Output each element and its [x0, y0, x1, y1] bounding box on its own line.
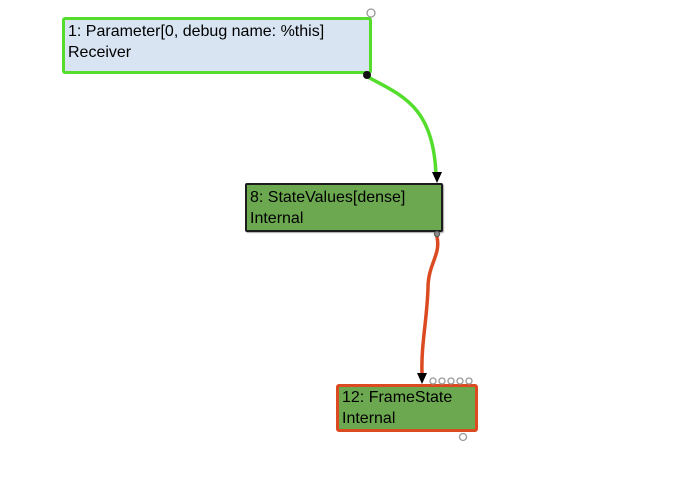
node-subtitle: Receiver [68, 44, 132, 61]
edge-statevalues-to-framestate[interactable] [420, 235, 440, 375]
node-title: 8: StateValues[dense] [250, 189, 406, 206]
port-statevalues-output-icon [433, 230, 441, 238]
node-title: 12: FrameState [342, 389, 453, 406]
port-parameter-top-icon [366, 8, 376, 18]
node-framestate[interactable]: 12: FrameState Internal [336, 384, 478, 432]
node-subtitle: Internal [342, 410, 396, 427]
node-parameter[interactable]: 1: Parameter[0, debug name: %this] Recei… [62, 17, 372, 74]
arrowhead-statevalues-input-icon [432, 172, 442, 183]
node-title: 1: Parameter[0, debug name: %this] [68, 23, 325, 40]
node-subtitle: Internal [250, 210, 304, 227]
edge-parameter-to-statevalues[interactable] [366, 75, 438, 178]
arrowhead-framestate-input-icon [417, 373, 427, 384]
port-framestate-bottom-icon [458, 432, 468, 442]
node-statevalues[interactable]: 8: StateValues[dense] Internal [245, 183, 443, 232]
